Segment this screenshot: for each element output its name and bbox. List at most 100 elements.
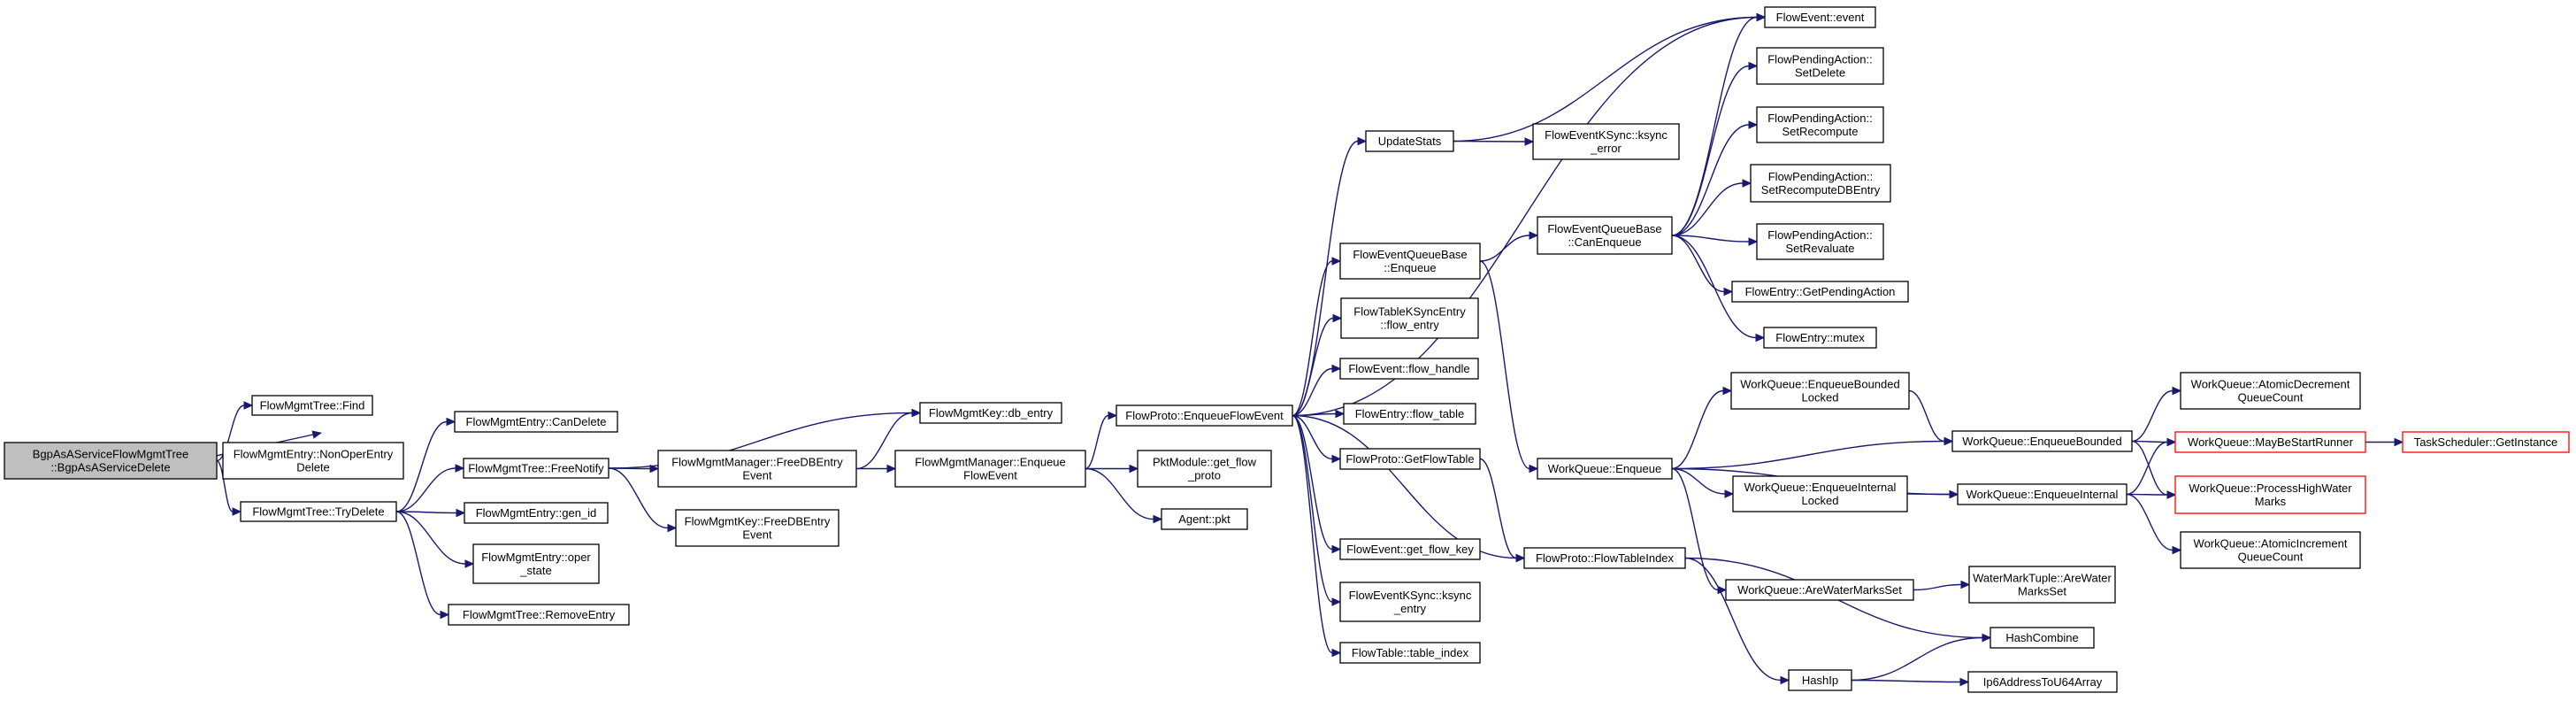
node-box — [472, 543, 600, 584]
node-kstatsksync[interactable]: FlowEventKSync::ksync_error — [1532, 123, 1680, 160]
edge-line — [395, 420, 448, 512]
node-label: FlowProto::EnqueueFlowEvent — [1125, 409, 1284, 422]
arrowhead — [1748, 237, 1759, 246]
arrowhead — [1742, 179, 1752, 188]
node-box — [1339, 538, 1481, 560]
node-label: Agent::pkt — [1178, 512, 1230, 526]
node-label: FlowMgmtEntry::NonOperEntry — [234, 448, 394, 461]
node-agentpkt[interactable]: Agent::pkt — [1161, 508, 1248, 530]
node-protoindex[interactable]: FlowProto::FlowTableIndex — [1523, 547, 1686, 569]
edge-maybestart-to-getinstance — [2365, 437, 2404, 447]
node-mgrenq[interactable]: FlowMgmtManager::EnqueueFlowEvent — [894, 450, 1086, 488]
node-label: Event — [742, 469, 772, 482]
node-protoenq[interactable]: FlowProto::EnqueueFlowEvent — [1116, 404, 1293, 427]
node-label: FlowMgmtTree::Find — [260, 399, 365, 412]
node-box — [1339, 582, 1481, 622]
node-getinstance[interactable]: TaskScheduler::GetInstance — [2402, 431, 2570, 453]
node-operstate[interactable]: FlowMgmtEntry::oper_state — [472, 543, 600, 584]
edge-protoenq-to-flowhandle — [1292, 364, 1342, 417]
node-getflowtable[interactable]: FlowProto::GetFlowTable — [1339, 448, 1481, 470]
edge-line — [216, 459, 234, 512]
edge-line — [1671, 235, 1757, 339]
node-flowhandle[interactable]: FlowEvent::flow_handle — [1339, 358, 1479, 380]
node-label: FlowProto::FlowTableIndex — [1536, 551, 1675, 565]
node-canenq[interactable]: FlowEventQueueBase::CanEnqueue — [1537, 216, 1673, 255]
edge-line — [1479, 458, 1517, 559]
edge-protoenq-to-tableindex — [1292, 414, 1342, 658]
node-box — [1537, 216, 1673, 255]
node-find[interactable]: FlowMgmtTree::Find — [251, 395, 373, 416]
node-removeentry[interactable]: FlowMgmtTree::RemoveEntry — [448, 604, 630, 626]
node-pendingaction[interactable]: FlowEntry::GetPendingAction — [1731, 281, 1909, 303]
node-mutex[interactable]: FlowEntry::mutex — [1763, 327, 1877, 349]
node-maybestart[interactable]: WorkQueue::MayBeStartRunner — [2174, 431, 2366, 453]
node-root[interactable]: BgpAsAServiceFlowMgmtTree::BgpAsAService… — [4, 442, 218, 480]
node-label: WorkQueue::ProcessHighWater — [2189, 481, 2352, 495]
node-label: FlowPendingAction:: — [1768, 170, 1874, 183]
arrowhead — [446, 417, 456, 427]
node-genid[interactable]: FlowMgmtEntry::gen_id — [464, 502, 609, 524]
node-trydelete[interactable]: FlowMgmtTree::TryDelete — [240, 501, 397, 522]
edge-line — [1671, 235, 1750, 243]
node-box — [240, 501, 397, 522]
node-box — [657, 450, 857, 488]
node-flowtable[interactable]: FlowEntry::flow_table — [1343, 403, 1476, 425]
edge-root-to-trydelete — [216, 459, 242, 516]
arrowhead — [1331, 648, 1342, 658]
node-box — [1788, 669, 1852, 691]
node-updatestats[interactable]: UpdateStats — [1365, 130, 1454, 152]
node-box — [1951, 430, 2133, 452]
node-setrecomputedb[interactable]: FlowPendingAction::SetRecomputeDBEntry — [1750, 164, 1891, 203]
node-label: WorkQueue::AtomicDecrement — [2191, 378, 2350, 391]
node-setrecompute[interactable]: FlowPendingAction::SetRecompute — [1756, 106, 1884, 143]
node-wmtuple[interactable]: WaterMarkTuple::AreWaterMarksSet — [1968, 566, 2116, 604]
edge-line — [395, 511, 441, 616]
node-label: MarksSet — [2018, 585, 2066, 598]
node-label: ::Enqueue — [1384, 261, 1436, 274]
node-box — [1750, 164, 1891, 203]
arrowhead — [1949, 489, 1959, 499]
node-wqenq[interactable]: WorkQueue::Enqueue — [1537, 458, 1673, 480]
edge-wqenq-to-wqenqil — [1671, 467, 1735, 498]
node-freenotify[interactable]: FlowMgmtTree::FreeNotify — [463, 458, 610, 479]
edge-line — [1671, 235, 1725, 293]
node-label: SetRecompute — [1782, 125, 1859, 138]
node-tableindex[interactable]: FlowTable::table_index — [1339, 642, 1481, 664]
node-event[interactable]: FlowEvent::event — [1764, 6, 1876, 28]
edge-canenq-to-mutex — [1671, 235, 1766, 343]
node-label: WaterMarkTuple::AreWater — [1973, 572, 2112, 585]
node-setrevaluate[interactable]: FlowPendingAction::SetRevaluate — [1756, 223, 1884, 260]
node-setdelete[interactable]: FlowPendingAction::SetDelete — [1756, 47, 1884, 85]
node-box — [1339, 243, 1481, 280]
node-box — [1756, 106, 1884, 143]
edge-mgrfreedb-to-mgrenq — [856, 464, 897, 474]
node-candelete[interactable]: FlowMgmtEntry::CanDelete — [454, 411, 618, 433]
node-wqwater[interactable]: WorkQueue::AreWaterMarksSet — [1725, 579, 1914, 601]
node-haship[interactable]: HashIp — [1788, 669, 1852, 691]
node-feqbenq[interactable]: FlowEventQueueBase::Enqueue — [1339, 243, 1481, 280]
arrowhead — [2394, 437, 2404, 447]
node-label: FlowPendingAction:: — [1767, 228, 1873, 242]
edge-line — [1671, 182, 1744, 236]
arrowhead — [1332, 313, 1343, 323]
node-ksyncentry[interactable]: FlowEventKSync::ksync_entry — [1339, 582, 1481, 622]
node-wqenqb[interactable]: WorkQueue::EnqueueBounded — [1951, 430, 2133, 452]
node-ftksync[interactable]: FlowTableKSyncEntry::flow_entry — [1340, 297, 1479, 339]
node-ip6[interactable]: Ip6AddressToU64Array — [1967, 671, 2118, 693]
node-hashcombine[interactable]: HashCombine — [1990, 627, 2095, 649]
edge-line — [1913, 583, 1962, 591]
node-pktmodule[interactable]: PktModule::get_flow_proto — [1137, 450, 1272, 488]
node-dbentry[interactable]: FlowMgmtKey::db_entry — [919, 402, 1062, 424]
node-label: _error — [1590, 142, 1622, 155]
node-getflowkey[interactable]: FlowEvent::get_flow_key — [1339, 538, 1481, 560]
node-label: _entry — [1393, 602, 1427, 615]
node-wqenqi[interactable]: WorkQueue::EnqueueInternal — [1957, 483, 2128, 505]
